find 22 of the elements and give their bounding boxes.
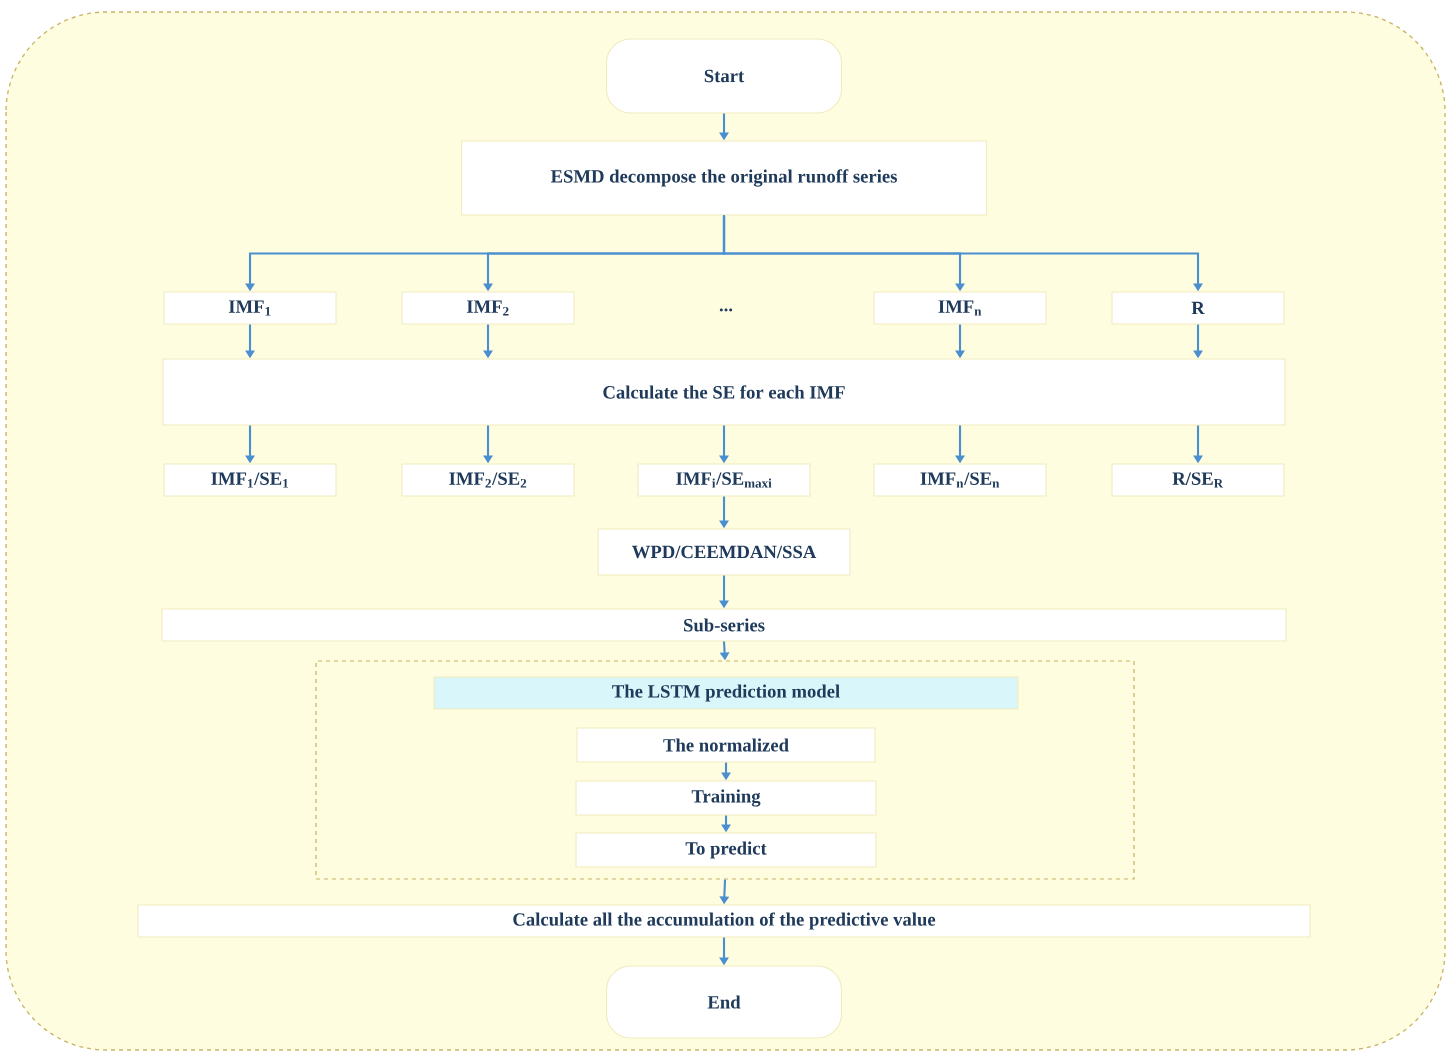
process-box: R	[1111, 291, 1285, 325]
ellipsis-label: ...	[719, 308, 733, 312]
process-box: IMF$_{n}$	[873, 291, 1047, 325]
process-box: ESMD decompose the original runoff series	[460, 140, 988, 216]
terminal-box: Start	[605, 38, 843, 114]
process-box: IMF$_{2}$/SE$_{2}$	[401, 463, 575, 497]
process-box: Calculate the SE for each IMF	[162, 358, 1286, 426]
process-box: Calculate all the accumulation of the predictive value	[137, 904, 1311, 938]
process-box: IMF$_{n}$/SE$_{n}$	[873, 463, 1047, 497]
process-box: IMF$_{i}$/SE$_{maxi}$	[637, 463, 811, 497]
process-box: R/SE$_{R}$	[1111, 463, 1285, 497]
process-box: The normalized	[576, 727, 876, 763]
process-box: WPD/CEEMDAN/SSA	[597, 528, 851, 576]
group-frame	[315, 660, 1135, 880]
process-box: Sub-series	[161, 608, 1287, 642]
process-box: Training	[575, 780, 877, 816]
terminal-box: End	[605, 965, 843, 1039]
process-box: IMF$_{2}$	[401, 291, 575, 325]
heading-box: The LSTM prediction model	[433, 676, 1019, 710]
process-box: IMF$_{1}$	[163, 291, 337, 325]
process-box: To predict	[575, 832, 877, 868]
process-box: IMF$_{1}$/SE$_{1}$	[163, 463, 337, 497]
